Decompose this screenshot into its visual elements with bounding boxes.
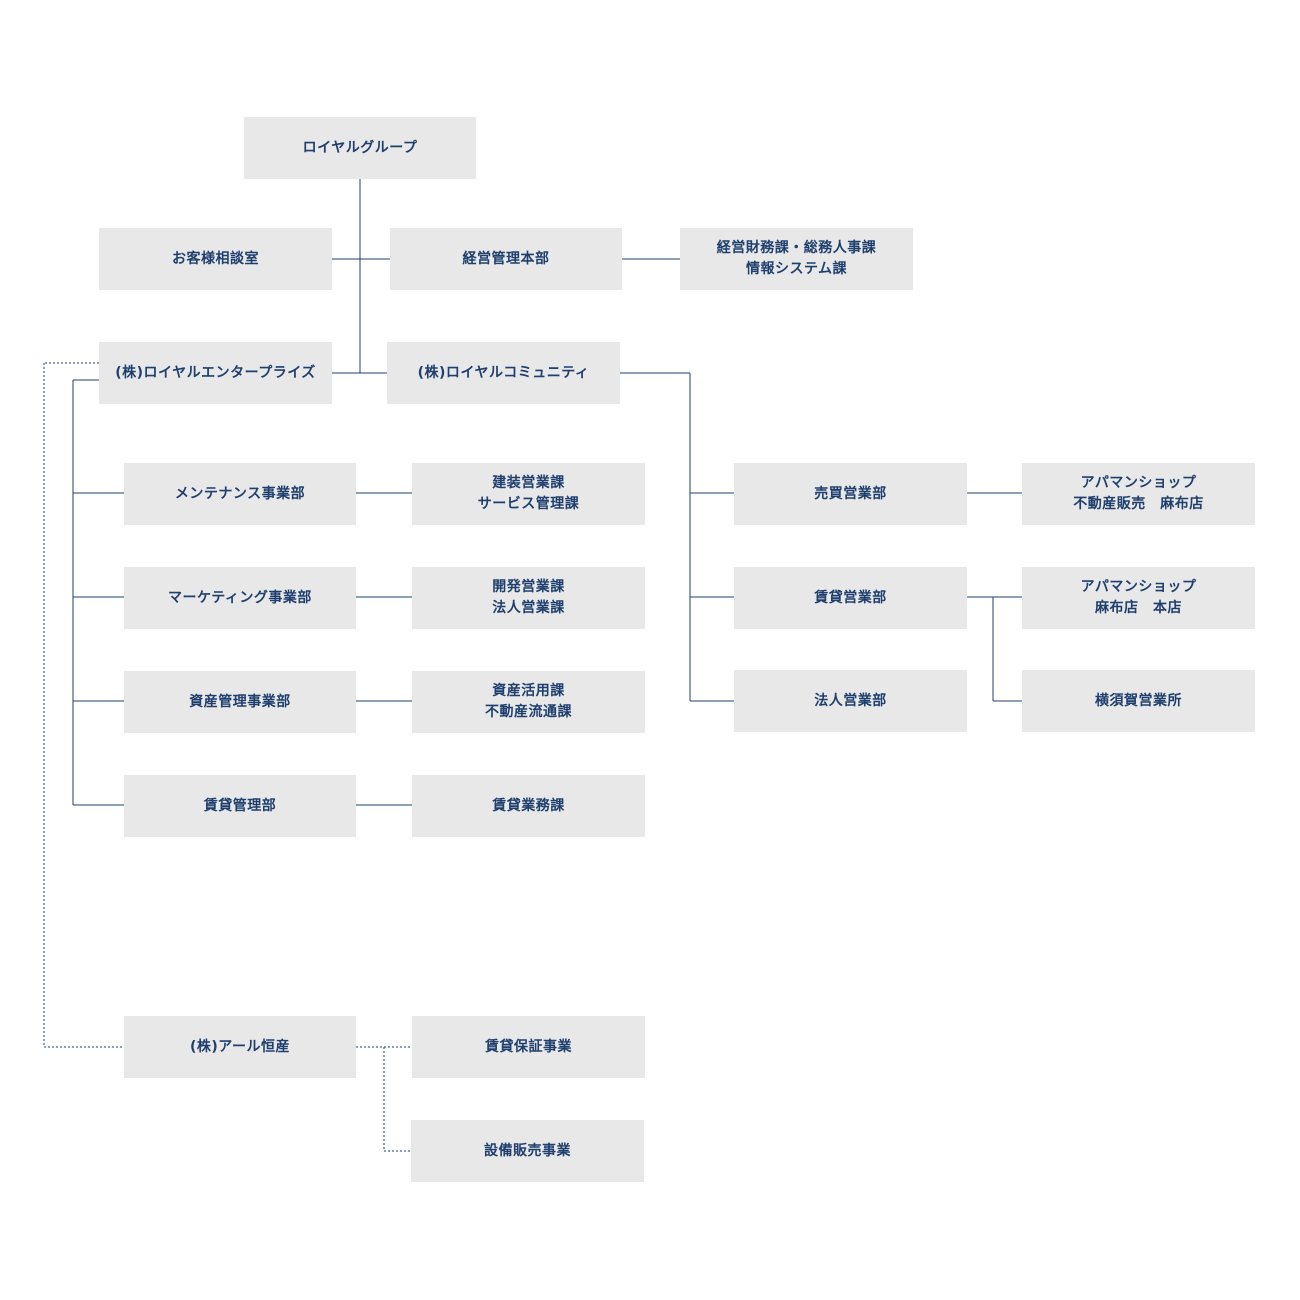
node-label: 横須賀営業所 (1095, 692, 1182, 709)
node-maintenance-sections: 建装営業課 サービス管理課 (412, 463, 645, 525)
node-rental-sales-department: 賃貸営業部 (734, 567, 967, 629)
node-royal-enterprise: (株)ロイヤルエンタープライズ (99, 342, 332, 404)
node-label: サービス管理課 (477, 496, 580, 512)
node-label: 売買営業部 (814, 485, 887, 502)
node-label: 資産活用課 (492, 683, 565, 699)
node-maintenance-division: メンテナンス事業部 (124, 463, 356, 525)
node-label: 法人営業課 (492, 600, 565, 616)
node-label: (株)ロイヤルエンタープライズ (115, 364, 316, 381)
node-label: 建装営業課 (492, 475, 565, 491)
node-label: 不動産販売 麻布店 (1073, 496, 1204, 512)
node-label: マーケティング事業部 (168, 589, 312, 606)
node-label: 経営財務課・総務人事課 (716, 240, 877, 256)
node-label: 設備販売事業 (484, 1142, 571, 1159)
node-customer-consultation: お客様相談室 (99, 228, 332, 290)
node-royal-group: ロイヤルグループ (244, 117, 476, 179)
node-marketing-sections: 開発営業課 法人営業課 (412, 567, 645, 629)
node-asset-sections: 資産活用課 不動産流通課 (412, 671, 645, 733)
node-sales-department: 売買営業部 (734, 463, 967, 525)
node-apaman-sales-azabu: アパマンショップ 不動産販売 麻布店 (1022, 463, 1255, 525)
node-apaman-azabu-main: アパマンショップ 麻布店 本店 (1022, 567, 1255, 629)
node-label: 経営管理本部 (462, 250, 550, 267)
node-label: 情報システム課 (745, 261, 848, 277)
node-label: 開発営業課 (492, 579, 565, 595)
node-management-sections: 経営財務課・総務人事課 情報システム課 (680, 228, 913, 290)
node-label: 麻布店 本店 (1095, 600, 1182, 616)
node-label: 賃貸営業部 (814, 589, 887, 606)
node-rental-management: 賃貸管理部 (124, 775, 356, 837)
node-label: 法人営業部 (814, 692, 887, 709)
node-management-hq: 経営管理本部 (390, 228, 622, 290)
node-label: お客様相談室 (172, 250, 259, 267)
node-label: (株)アール恒産 (190, 1038, 290, 1055)
node-label: 賃貸業務課 (492, 797, 565, 814)
node-label: 賃貸管理部 (203, 797, 277, 814)
node-r-kousan: (株)アール恒産 (124, 1016, 356, 1078)
node-asset-division: 資産管理事業部 (124, 671, 356, 733)
node-label: ロイヤルグループ (302, 139, 418, 156)
node-label: メンテナンス事業部 (174, 485, 306, 502)
node-corporate-sales-department: 法人営業部 (734, 670, 967, 732)
node-marketing-division: マーケティング事業部 (124, 567, 356, 629)
node-label: アパマンショップ (1080, 475, 1197, 491)
node-yokosuka-office: 横須賀営業所 (1022, 670, 1255, 732)
node-label: 資産管理事業部 (189, 693, 291, 710)
node-rent-guarantee: 賃貸保証事業 (412, 1016, 645, 1078)
node-label: 賃貸保証事業 (485, 1038, 572, 1055)
node-label: 不動産流通課 (485, 704, 572, 720)
node-rental-affairs: 賃貸業務課 (412, 775, 645, 837)
node-royal-community: (株)ロイヤルコミュニティ (387, 342, 620, 404)
node-label: アパマンショップ (1080, 579, 1197, 595)
node-equipment-sales: 設備販売事業 (411, 1120, 644, 1182)
node-label: (株)ロイヤルコミュニティ (417, 364, 590, 381)
